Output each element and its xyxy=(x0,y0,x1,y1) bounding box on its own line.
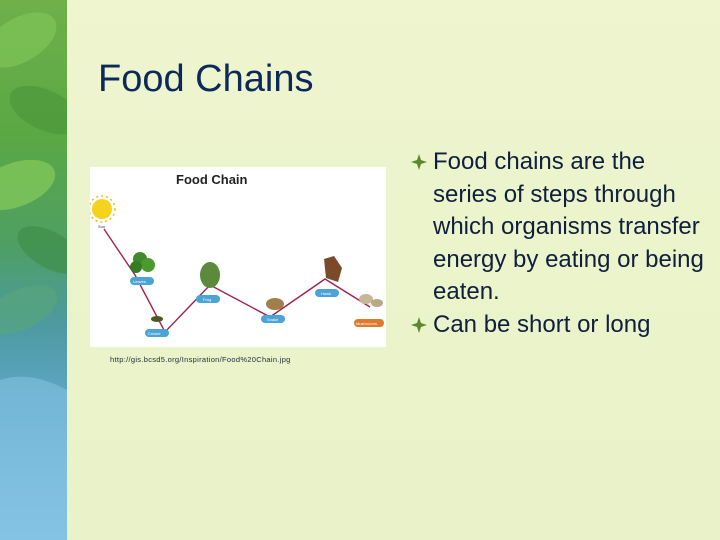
snake-label: Snake xyxy=(267,317,279,322)
bullet-text: Can be short or long xyxy=(433,310,651,338)
hawk-icon xyxy=(324,256,342,282)
leaves-icon xyxy=(130,252,155,273)
frog-label: Frog xyxy=(203,297,211,302)
decorative-leaf-strip xyxy=(0,0,67,540)
food-chain-diagram: Food Chain Sun Leaves Cricket Frog Snake xyxy=(88,167,386,347)
frog-icon xyxy=(200,262,220,288)
mushrooms-label: Mushrooms xyxy=(356,321,377,326)
slide-title: Food Chains xyxy=(98,58,314,100)
leaves-label: Leaves xyxy=(133,279,146,284)
bullet-item: Can be short or long xyxy=(410,309,710,342)
leaf-bullet-icon xyxy=(411,154,427,170)
hawk-label: Hawk xyxy=(321,291,331,296)
bullet-text: Food chains are the series of steps thro… xyxy=(433,148,704,305)
bullet-item: Food chains are the series of steps thro… xyxy=(410,146,710,309)
diagram-heading: Food Chain xyxy=(176,172,248,187)
bullet-list: Food chains are the series of steps thro… xyxy=(410,146,710,341)
sun-icon xyxy=(88,195,116,223)
image-caption: http://gis.bcsd5.org/Inspiration/Food%20… xyxy=(110,355,291,364)
cricket-icon xyxy=(151,316,163,322)
leaf-pattern-icon xyxy=(0,12,67,540)
snake-icon xyxy=(266,298,284,310)
sun-label: Sun xyxy=(98,224,105,229)
leaf-bullet-icon xyxy=(411,316,427,333)
mushrooms-icon xyxy=(359,294,383,307)
cricket-label: Cricket xyxy=(148,331,161,336)
